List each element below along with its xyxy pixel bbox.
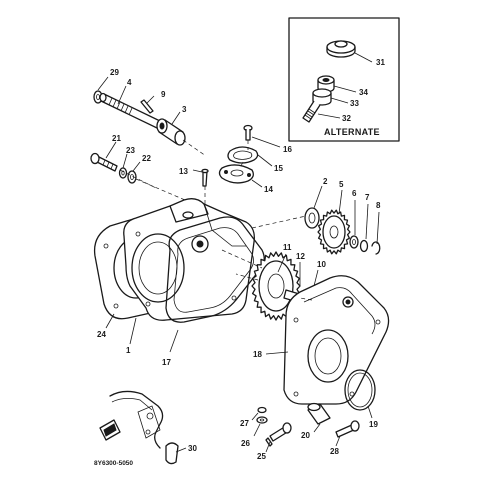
part-15-gasket xyxy=(227,146,259,164)
part-28-bolt: 28 xyxy=(330,420,360,456)
callout-31: 31 xyxy=(376,58,385,67)
callout-9: 9 xyxy=(161,90,166,99)
shaft-assembly: 29 4 9 3 21 23 22 xyxy=(90,68,207,201)
part-19-oring: 19 xyxy=(344,369,378,429)
callout-32: 32 xyxy=(342,114,351,123)
callout-24: 24 xyxy=(97,330,106,339)
callout-5: 5 xyxy=(339,180,344,189)
callout-34: 34 xyxy=(359,88,368,97)
part-9-pin xyxy=(140,99,154,114)
drawing-code: 8Y6300-5050 xyxy=(94,460,133,467)
callout-26: 26 xyxy=(241,439,250,448)
cover-top-parts: 16 15 14 13 xyxy=(179,124,292,205)
part-23-washer xyxy=(118,167,128,179)
callout-19: 19 xyxy=(369,420,378,429)
part-18-cover: 18 xyxy=(253,275,390,405)
part-16-screw xyxy=(243,124,253,141)
callout-17: 17 xyxy=(162,358,171,367)
callout-12: 12 xyxy=(296,252,305,261)
callout-23: 23 xyxy=(126,146,135,155)
callout-30: 30 xyxy=(188,444,197,453)
part-6-washer: 6 xyxy=(349,189,359,249)
callout-18: 18 xyxy=(253,350,262,359)
callout-4: 4 xyxy=(127,78,132,87)
callout-11: 11 xyxy=(283,243,292,252)
callout-29: 29 xyxy=(110,68,119,77)
callout-3: 3 xyxy=(182,105,187,114)
part-30-linkage: 30 8Y6300-5050 xyxy=(94,390,197,467)
callout-8: 8 xyxy=(376,201,381,210)
part-2-bearing: 2 xyxy=(304,177,328,229)
callout-33: 33 xyxy=(350,99,359,108)
callout-14: 14 xyxy=(264,185,273,194)
callout-16: 16 xyxy=(283,145,292,154)
alternate-inset: 31 34 33 32 ALTERNATE xyxy=(288,17,400,142)
callout-15: 15 xyxy=(274,164,283,173)
part-31-cap xyxy=(326,40,356,58)
callout-20: 20 xyxy=(301,431,310,440)
part-8-clip: 8 xyxy=(371,201,381,255)
callout-25: 25 xyxy=(257,452,266,461)
part-11-gear: 11 xyxy=(251,243,301,321)
alternate-label: ALTERNATE xyxy=(324,127,380,137)
part-3-bushing xyxy=(156,118,186,146)
part-27-washer: 27 xyxy=(240,406,267,428)
part-32-stud xyxy=(302,100,321,123)
part-1-housing: 1 xyxy=(123,198,255,355)
part-13-bolt xyxy=(201,168,209,187)
part-22-washer xyxy=(127,170,137,184)
part-7-washer: 7 xyxy=(359,193,370,253)
callout-27: 27 xyxy=(240,419,249,428)
callout-2: 2 xyxy=(323,177,328,186)
callout-7: 7 xyxy=(365,193,370,202)
callout-13: 13 xyxy=(179,167,188,176)
callout-10: 10 xyxy=(317,260,326,269)
callout-21: 21 xyxy=(112,134,121,143)
part-21-bolt xyxy=(90,152,118,172)
part-20-collar: 20 xyxy=(301,402,331,440)
part-25-bolt: 25 xyxy=(257,422,292,461)
part-5-gear: 5 xyxy=(317,180,351,255)
part-14-plate xyxy=(218,164,254,184)
callout-28: 28 xyxy=(330,447,339,456)
callout-1: 1 xyxy=(126,346,131,355)
part-26-washer: 26 xyxy=(241,416,268,448)
callout-6: 6 xyxy=(352,189,357,198)
callout-22: 22 xyxy=(142,154,151,163)
